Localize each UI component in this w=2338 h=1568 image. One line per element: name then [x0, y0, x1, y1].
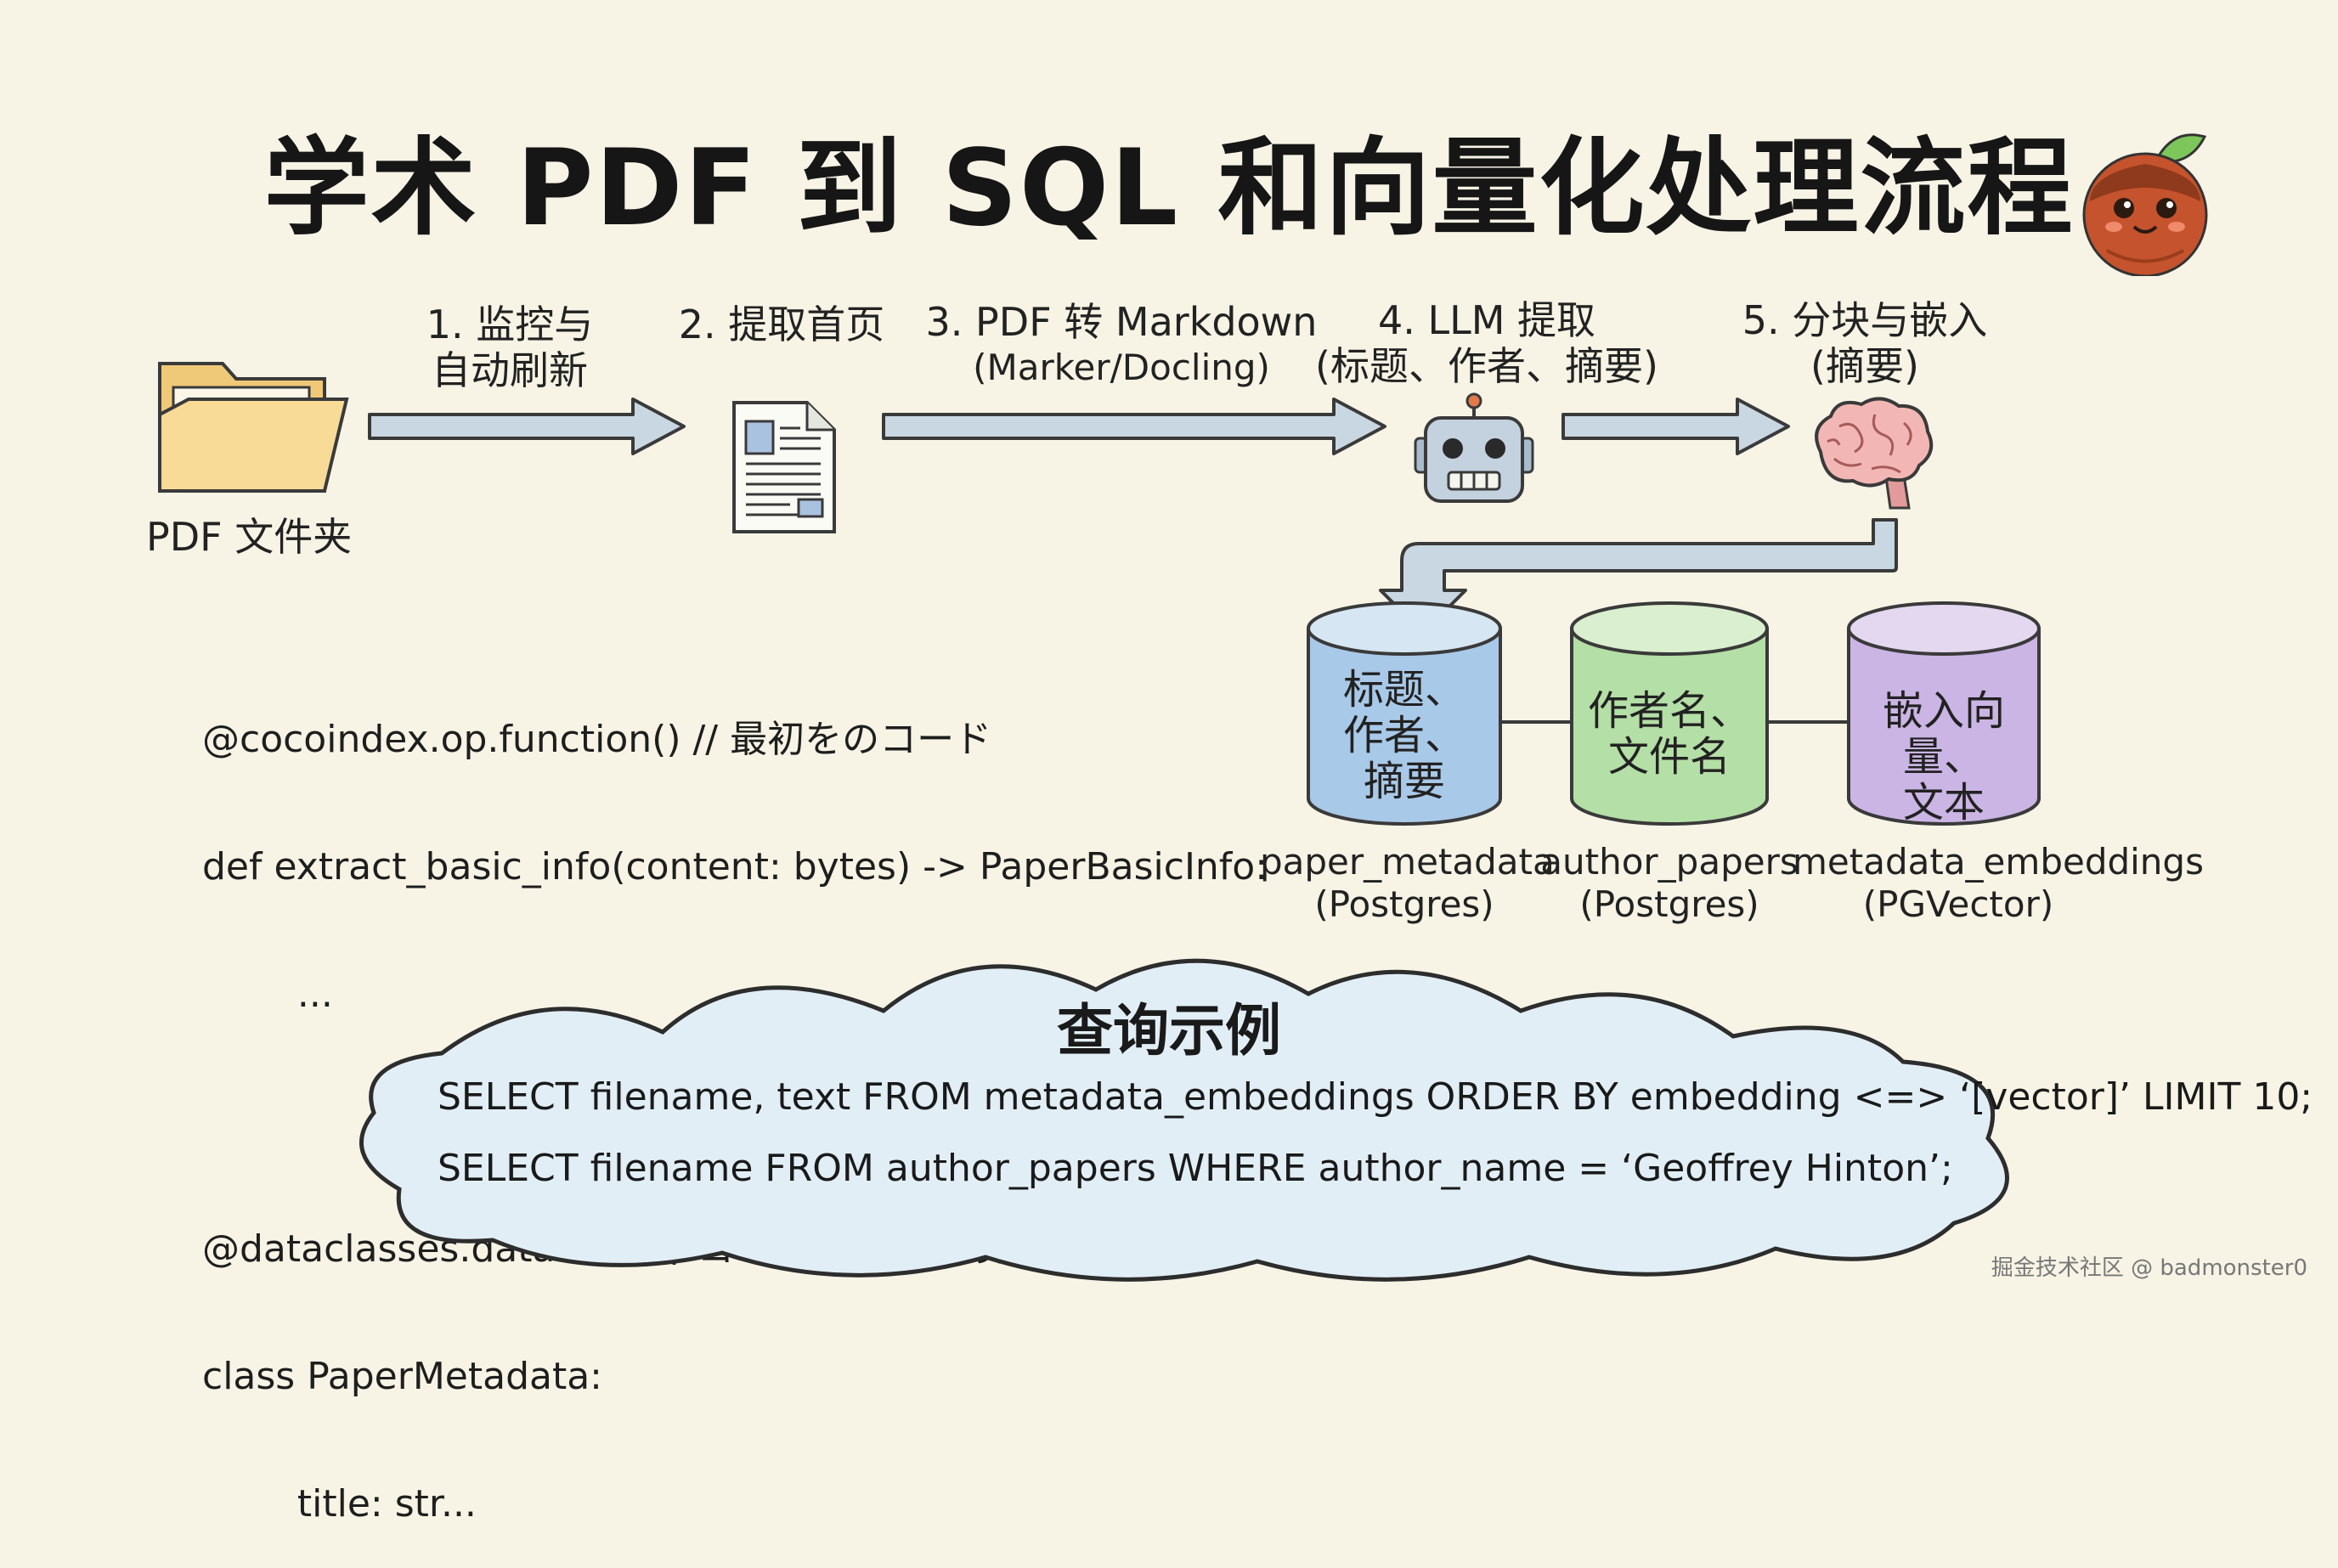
query-examples-title: 查询示例: [1057, 998, 1281, 1063]
paper-metadata-label: paper_metadata (Postgres): [1260, 841, 1555, 926]
db-engine: (Postgres): [1314, 883, 1494, 925]
paper-metadata-cylinder: [1307, 601, 1502, 826]
step-1-subtitle: 自动刷新: [432, 347, 588, 393]
db-content-line: 摘要: [1363, 758, 1445, 805]
coconut-mascot-icon: [2082, 133, 2208, 276]
brain-icon: [1815, 397, 1934, 510]
folder-icon: [158, 362, 349, 493]
author-papers-label: author_papers (Postgres): [1529, 841, 1810, 926]
step-3-title: 3. PDF 转 Markdown: [925, 299, 1318, 345]
step-3-label: 3. PDF 转 Markdown (Marker/Docling): [901, 299, 1342, 391]
step-5-label: 5. 分块与嵌入 (摘要): [1725, 297, 2005, 389]
query-cloud: [359, 958, 2009, 1282]
step-5-title: 5. 分块与嵌入: [1742, 297, 1988, 343]
database-cylinders: [1307, 601, 2041, 826]
code-line: ...: [202, 973, 333, 1016]
author-papers-content: 作者名、 文件名: [1572, 688, 1767, 780]
arrow-step-3: [882, 398, 1386, 455]
code-line: title: str...: [202, 1482, 477, 1526]
db-content-line: 文本: [1902, 779, 1985, 826]
db-engine: (PGVector): [1862, 883, 2054, 925]
db-content-line: 文件名: [1607, 733, 1731, 781]
db-content-line: 作者、: [1342, 712, 1465, 759]
step-4-label: 4. LLM 提取 (标题、作者、摘要): [1300, 297, 1674, 389]
step-4-title: 4. LLM 提取: [1377, 297, 1596, 343]
step-2-label: 2. 提取首页: [663, 302, 901, 347]
step-5-subtitle: (摘要): [1810, 343, 1919, 389]
sql-query-1: SELECT filename, text FROM metadata_embe…: [438, 1075, 2313, 1119]
step-3-subtitle: (Marker/Docling): [973, 347, 1270, 388]
sql-query-2: SELECT filename FROM author_papers WHERE…: [438, 1147, 1953, 1190]
db-content-line: 作者名、: [1587, 687, 1751, 735]
step-1-title: 1. 监控与: [426, 302, 594, 347]
paper-metadata-content: 标题、 作者、 摘要: [1308, 667, 1500, 804]
flow-arrows: [368, 398, 1898, 635]
code-line: class PaperMetadata:: [202, 1355, 603, 1398]
step-4-subtitle: (标题、作者、摘要): [1315, 343, 1658, 389]
metadata-embeddings-cylinder: [1847, 601, 2041, 826]
db-content-line: 嵌入向量、: [1882, 687, 2005, 781]
db-engine: (Postgres): [1579, 883, 1759, 925]
folder-label: PDF 文件夹: [146, 514, 353, 560]
author-papers-cylinder: [1570, 601, 1769, 826]
arrow-step-1: [368, 398, 686, 455]
metadata-embeddings-content: 嵌入向量、 文本: [1849, 688, 2039, 826]
arrow-step-5: [1561, 398, 1790, 455]
db-table-name: paper_metadata: [1260, 841, 1555, 883]
db-table-name: author_papers: [1540, 841, 1799, 883]
page-title: 学术 PDF 到 SQL 和向量化处理流程: [263, 127, 2075, 250]
robot-icon: [1414, 392, 1534, 503]
code-line: def extract_basic_info(content: bytes) -…: [202, 845, 1268, 888]
step-1-label: 1. 监控与 自动刷新: [382, 302, 637, 393]
db-content-line: 标题、: [1342, 666, 1465, 713]
document-icon: [732, 401, 836, 533]
code-line: @cocoindex.op.function() // 最初をのコード: [202, 718, 992, 761]
step-2-title: 2. 提取首页: [678, 302, 885, 347]
watermark: 掘金技术社区 @ badmonster0: [1991, 1255, 2307, 1281]
